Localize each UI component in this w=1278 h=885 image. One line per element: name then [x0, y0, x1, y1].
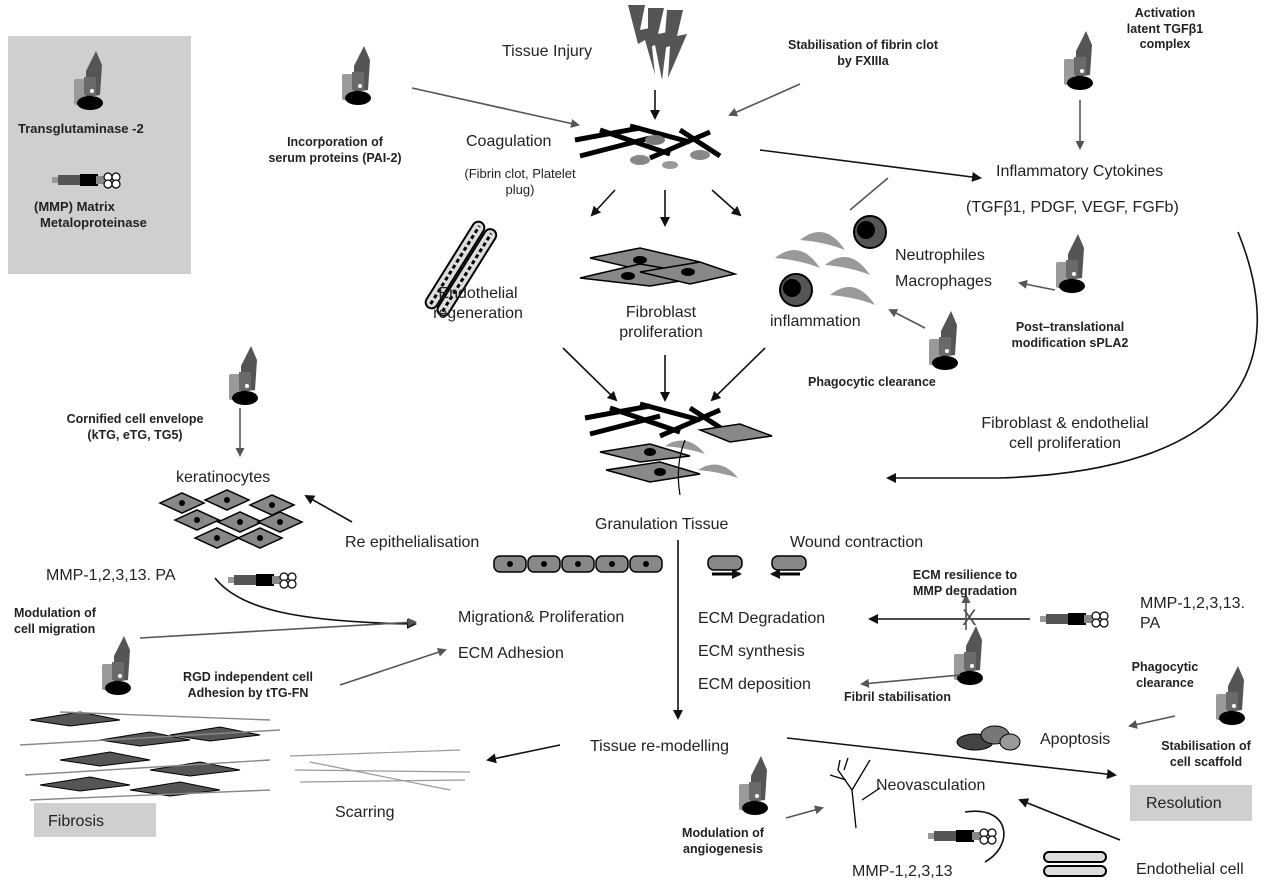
label-migration-proliferation: Migration& Proliferation: [458, 609, 625, 626]
label-inflammatory-cytokines: Inflammatory Cytokines: [996, 163, 1164, 180]
label-keratinocytes: keratinocytes: [176, 469, 271, 486]
label-ecm-degradation: ECM Degradation: [698, 610, 826, 627]
label-mmp-right: MMP-1,2,3,13.PA: [1140, 595, 1245, 632]
label-ecm-synthesis: ECM synthesis: [698, 643, 805, 660]
resolution-box: [1130, 785, 1252, 821]
label-ecm-adhesion: ECM Adhesion: [458, 645, 564, 662]
lightning-icon: [628, 5, 687, 80]
label-granulation-tissue: Granulation Tissue: [595, 516, 729, 533]
fibrosis-box: [34, 803, 156, 837]
label-tissue-injury: Tissue Injury: [502, 43, 593, 60]
label-endothelial-cell: Endothelial cell: [1136, 861, 1244, 878]
label-tissue-remodelling: Tissue re-modelling: [590, 738, 730, 755]
label-re-epithelialisation: Re epithelialisation: [345, 534, 480, 551]
label-resolution: Resolution: [1146, 795, 1222, 812]
legend-transglutaminase: Transglutaminase -2: [18, 121, 144, 136]
label-wound-contraction: Wound contraction: [790, 534, 924, 551]
label-cornified-envelope: Cornified cell envelope(kTG, eTG, TG5): [66, 412, 204, 442]
label-cytokine-list: (TGFβ1, PDGF, VEGF, FGFb): [966, 199, 1179, 216]
label-mmp-left: MMP-1,2,3,13. PA: [46, 567, 176, 584]
label-fibrosis: Fibrosis: [48, 813, 105, 830]
label-mmp-bottom: MMP-1,2,3,13: [852, 863, 953, 880]
label-neutrophiles: Neutrophiles: [895, 247, 985, 264]
svg-text:X: X: [962, 605, 977, 630]
legend-mmp-line2: Metaloproteinase: [40, 215, 147, 230]
label-apoptosis: Apoptosis: [1040, 731, 1111, 748]
label-inflammation: inflammation: [770, 313, 861, 330]
label-scarring: Scarring: [335, 804, 395, 821]
label-ecm-deposition: ECM deposition: [698, 676, 811, 693]
label-phagocytic-clearance: Phagocytic clearance: [808, 375, 936, 389]
label-coagulation: Coagulation: [466, 133, 552, 150]
legend-mmp-line1: (MMP) Matrix: [34, 199, 115, 214]
label-macrophages: Macrophages: [895, 273, 992, 290]
label-neovasculation: Neovasculation: [876, 777, 986, 794]
label-fibril-stabilisation: Fibril stabilisation: [844, 690, 951, 704]
